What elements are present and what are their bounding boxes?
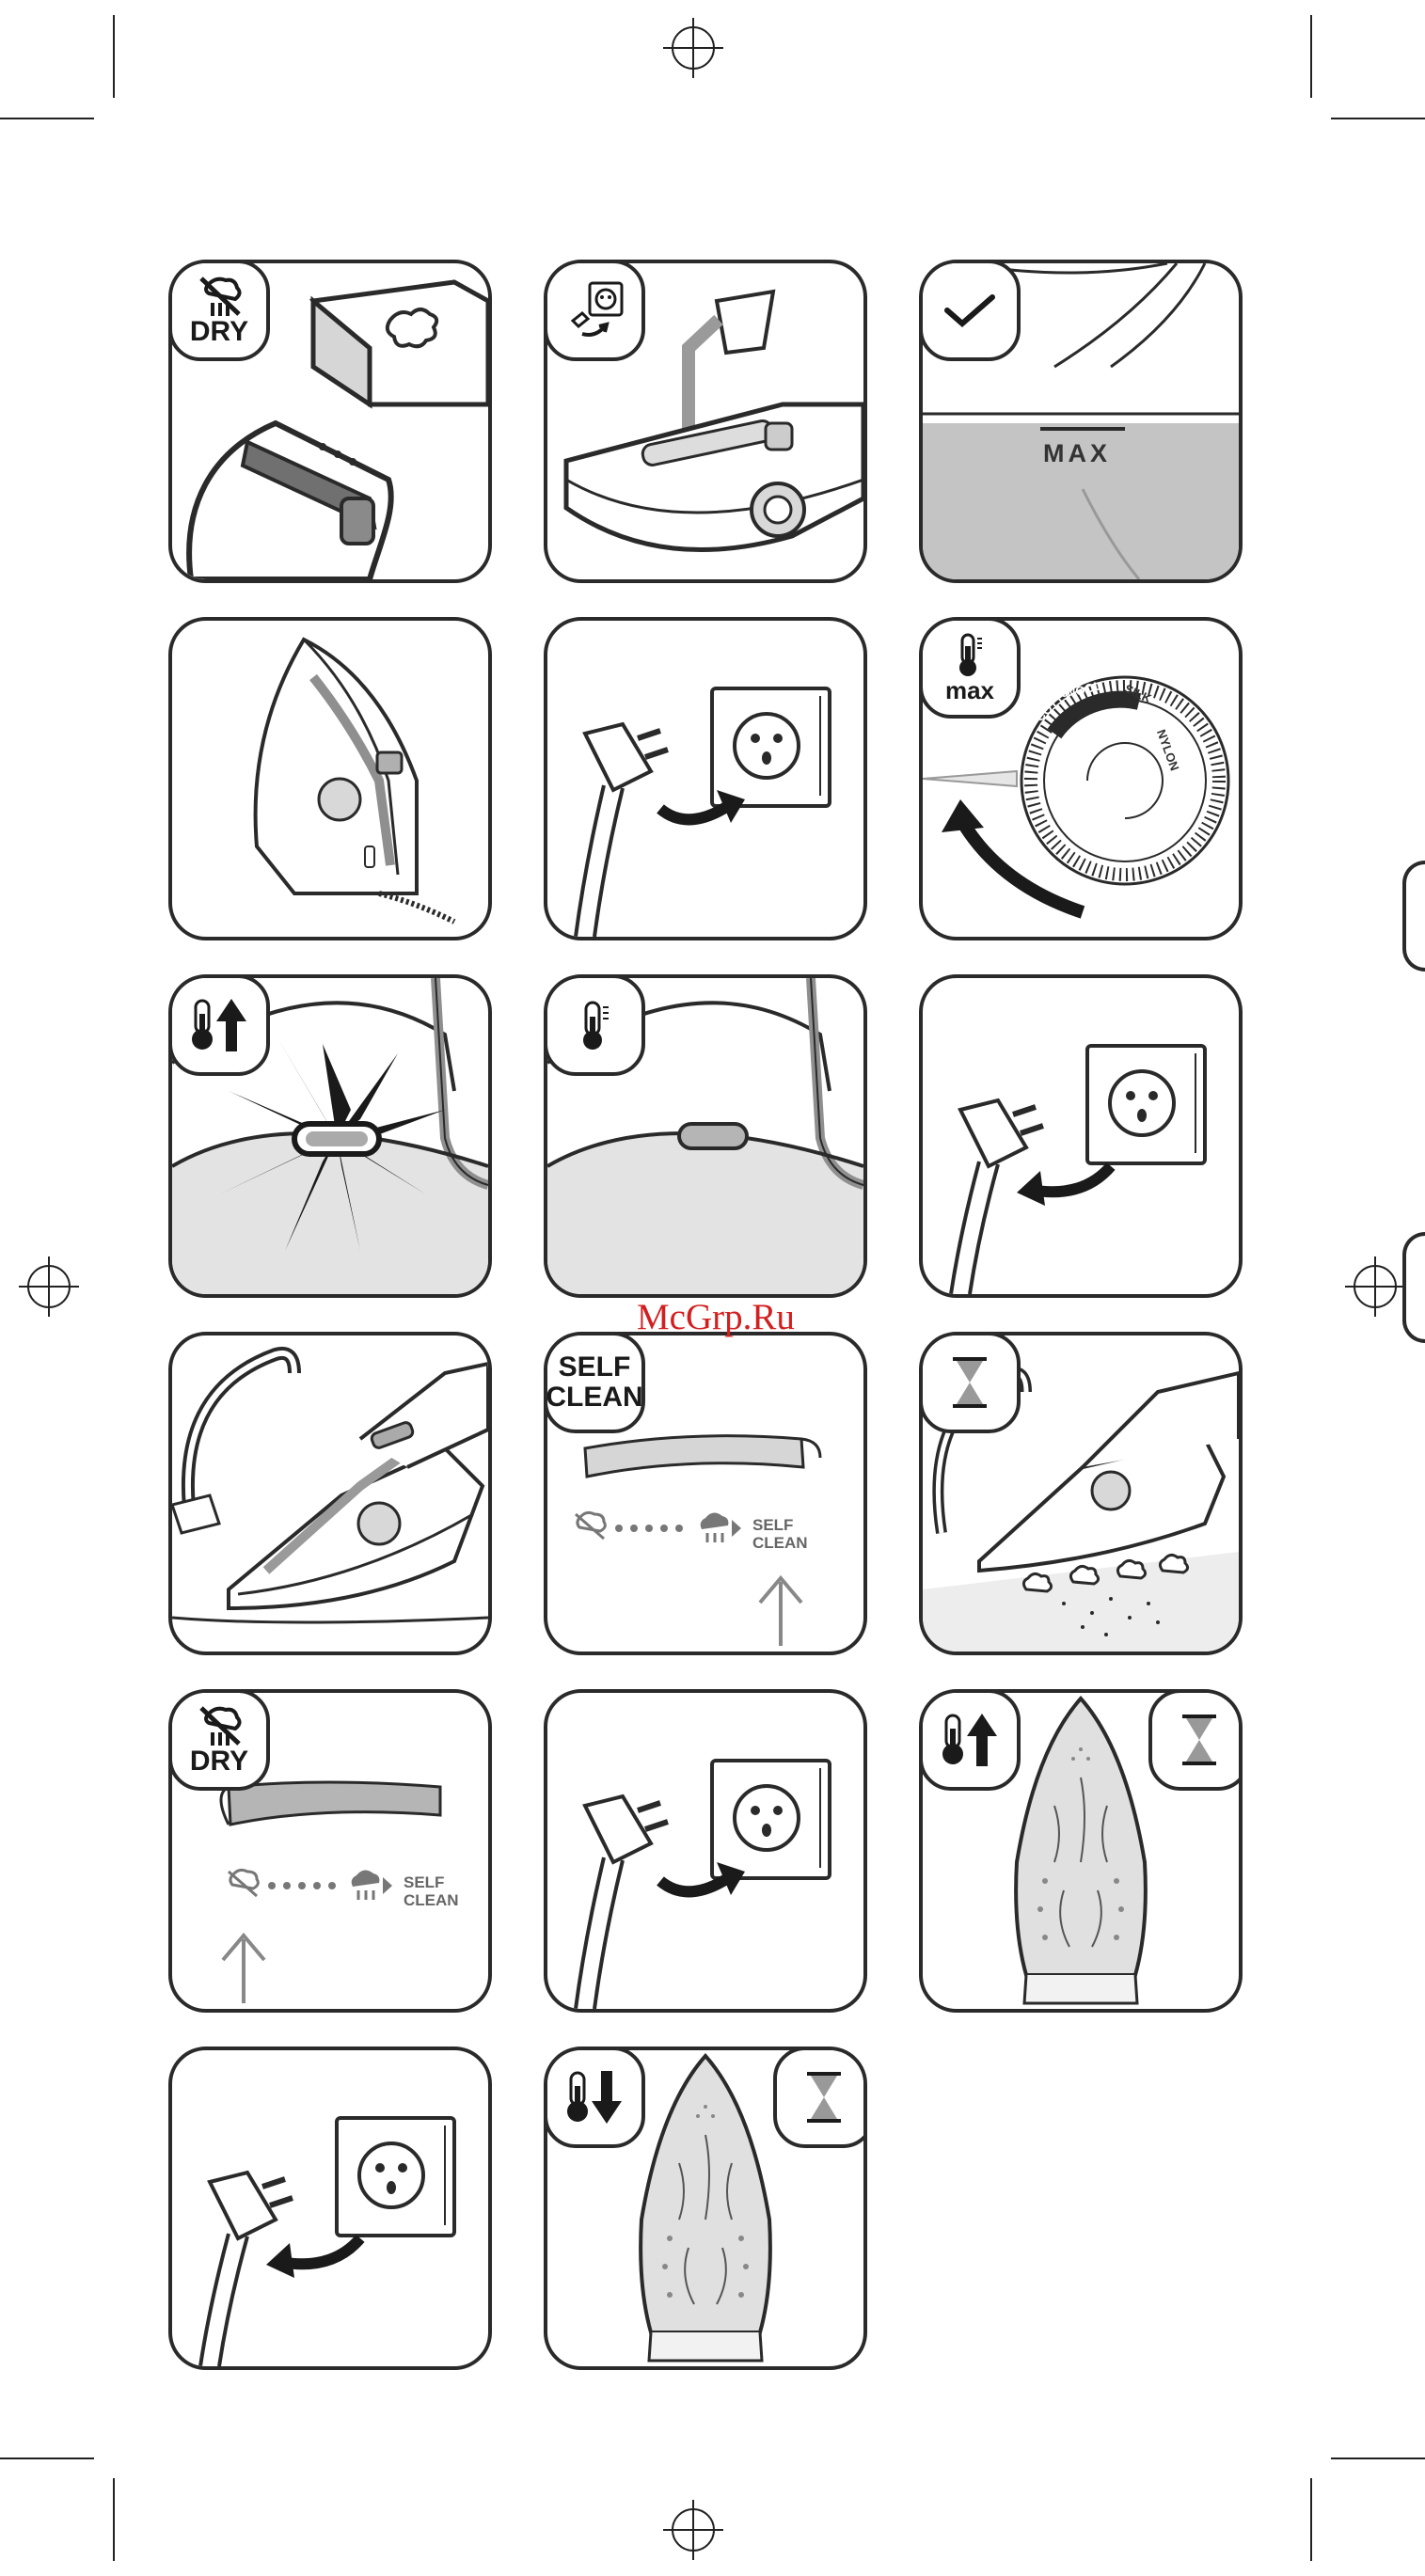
- no-steam-icon: [576, 1512, 605, 1539]
- step-4-panel: [168, 617, 492, 940]
- self-clean-scale-label-2: CLEAN: [752, 1535, 808, 1551]
- crop-mark: [1331, 118, 1425, 119]
- step-7-panel: [168, 974, 492, 1298]
- step-14-panel: [544, 1689, 867, 2013]
- temperature-rising-badge: [919, 1689, 1021, 1791]
- hourglass-badge: [773, 2047, 867, 2148]
- step-5-panel: [544, 617, 867, 940]
- max-level-label: MAX: [1043, 439, 1111, 468]
- step-8-panel: [544, 974, 867, 1298]
- step-13-panel: SELF CLEAN DRY: [168, 1689, 492, 2013]
- temperature-down-icon: [563, 2069, 625, 2126]
- plug-in-illustration: [547, 1693, 863, 2009]
- hourglass-icon: [951, 1356, 989, 1409]
- hourglass-icon: [1180, 1714, 1218, 1766]
- crop-mark: [0, 118, 94, 119]
- check-badge: [919, 260, 1021, 361]
- step-9-panel: [919, 974, 1243, 1298]
- step-11-panel: SELF CLEAN SELF CLEAN: [544, 1332, 867, 1655]
- no-steam-icon: [196, 1704, 243, 1747]
- plug-in-illustration: [547, 621, 863, 937]
- checkmark-icon: [942, 292, 998, 329]
- temperature-falling-badge: [544, 2047, 645, 2148]
- crop-mark: [1310, 15, 1312, 98]
- temperature-up-icon: [939, 1712, 1001, 1768]
- unplug-illustration: [923, 978, 1239, 1294]
- self-clean-scale-label-2: CLEAN: [404, 1892, 459, 1908]
- thermometer-icon: [578, 1000, 610, 1051]
- registration-mark: [19, 1256, 79, 1317]
- step-1-panel: DRY: [168, 260, 492, 583]
- watermark: McGrp.Ru: [637, 1296, 795, 1338]
- step-2-panel: [544, 260, 867, 583]
- crop-mark: [1331, 2457, 1425, 2459]
- temperature-rising-badge: [168, 974, 270, 1076]
- self-clean-scale-label-1: SELF: [752, 1517, 793, 1533]
- dry-label: DRY: [190, 1747, 248, 1776]
- temperature-badge: [544, 974, 645, 1076]
- registration-mark: [663, 18, 723, 78]
- dry-badge: DRY: [168, 1689, 270, 1791]
- crop-mark: [1310, 2478, 1312, 2561]
- registration-mark: [663, 2500, 723, 2560]
- no-steam-icon: [196, 275, 243, 318]
- step-3-panel: MAX: [919, 260, 1243, 583]
- thermometer-icon: [956, 633, 984, 678]
- step-16-panel: [168, 2047, 492, 2370]
- hourglass-icon: [805, 2071, 843, 2124]
- hourglass-badge: [1148, 1689, 1243, 1791]
- unplug-illustration: [172, 2050, 488, 2366]
- self-clean-scale-label-1: SELF: [404, 1874, 444, 1890]
- dry-badge: DRY: [168, 260, 270, 361]
- crop-mark: [113, 2478, 115, 2561]
- max-temperature-badge: max: [919, 617, 1021, 719]
- plug-in-socket-icon: [562, 277, 627, 343]
- step-15-panel: [919, 1689, 1243, 2013]
- step-17-panel: [544, 2047, 867, 2370]
- registration-mark: [1345, 1256, 1405, 1317]
- self-clean-label-line-2: CLEAN: [546, 1383, 642, 1413]
- step-10-panel: [168, 1332, 492, 1655]
- temperature-up-icon: [188, 997, 250, 1053]
- self-clean-badge: SELF CLEAN: [544, 1332, 645, 1433]
- dry-label: DRY: [190, 318, 248, 346]
- step-6-panel: LINEN COTTON WOOL SILK NYLON max: [919, 617, 1243, 940]
- hourglass-badge: [919, 1332, 1021, 1433]
- iron-over-sink-illustration: [172, 1335, 488, 1651]
- unplugged-badge: [544, 260, 645, 361]
- step-12-panel: [919, 1332, 1243, 1655]
- crop-mark: [0, 2457, 94, 2459]
- iron-upright-illustration: [172, 621, 488, 937]
- side-thumb-tab: [1402, 1232, 1425, 1343]
- side-thumb-tab: [1402, 861, 1425, 972]
- max-label: max: [945, 678, 994, 703]
- crop-mark: [113, 15, 115, 98]
- self-clean-label-line-1: SELF: [559, 1352, 631, 1383]
- no-steam-icon: [229, 1870, 258, 1896]
